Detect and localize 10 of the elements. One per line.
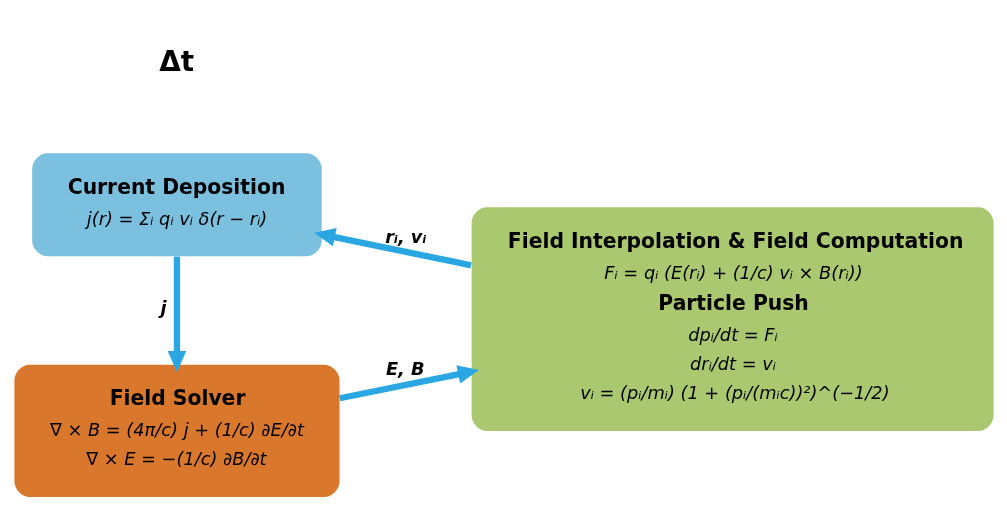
edge-label: j bbox=[159, 296, 167, 318]
node-box: Field Solver ∇ × B = (4π/c) j + (1/c) ∂E/∂t ∇ × E = −(1/c) ∂B/∂t bbox=[13, 364, 340, 497]
arrow bbox=[167, 256, 186, 373]
node-box: Current Deposition j(r) = Σᵢ qᵢ vᵢ δ(r − rᵢ) bbox=[31, 153, 322, 257]
arrow bbox=[338, 365, 479, 402]
edge-label: rᵢ, vᵢ bbox=[384, 226, 426, 248]
arrow bbox=[313, 228, 472, 269]
edge-label: E, B bbox=[385, 358, 425, 380]
label: Δt bbox=[158, 44, 194, 78]
node-box: Field Interpolation & Field Computation Fᵢ = qᵢ (E(rᵢ) + (1/c) vᵢ × B(rᵢ)) Particle Push dpᵢ/dt = Fᵢ drᵢ/dt = vᵢ vᵢ = (pᵢ/mᵢ) (1 + (pᵢ/(mᵢc))²)^(−1/2) bbox=[471, 207, 994, 431]
